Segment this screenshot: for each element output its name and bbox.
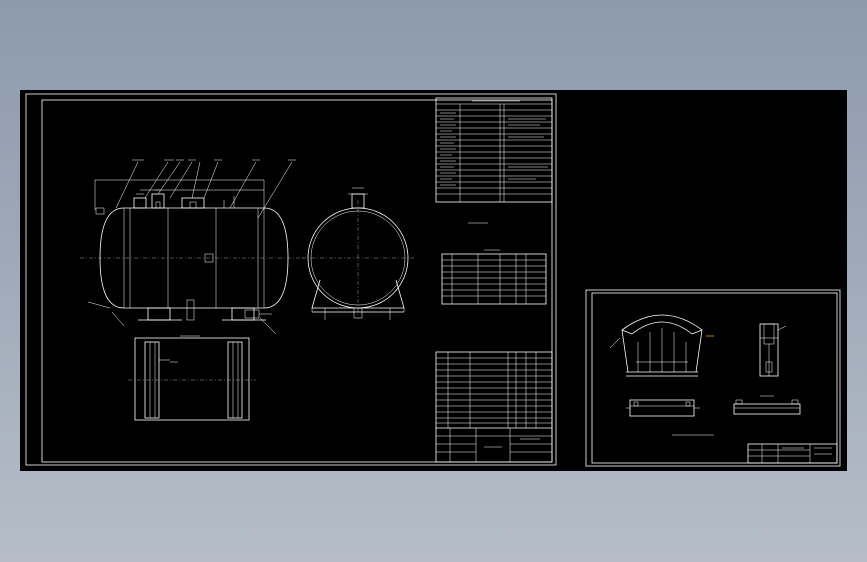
vessel-front-view[interactable] — [80, 159, 305, 337]
sheet-1-title-block[interactable] — [436, 428, 552, 462]
sheet-1-inner-border — [41, 99, 553, 463]
saddle-side-view[interactable] — [759, 323, 787, 377]
tech-spec-rows — [436, 109, 552, 195]
vessel-side-view[interactable] — [302, 187, 414, 320]
sheet-2-inner-border — [591, 292, 838, 464]
vessel-plan-view[interactable] — [128, 337, 256, 421]
saddle-plan-view[interactable] — [626, 399, 700, 417]
nozzle-table[interactable] — [441, 249, 547, 305]
nozzle-table-rows — [442, 265, 546, 297]
parts-list-rows — [436, 357, 552, 429]
parts-list-table[interactable] — [435, 351, 553, 463]
saddle-plan-side-view[interactable] — [733, 395, 801, 415]
cad-drawing — [25, 93, 841, 467]
sheet-2 — [585, 289, 841, 467]
tech-spec-table[interactable] — [435, 97, 553, 203]
cad-viewport[interactable] — [20, 90, 847, 471]
saddle-front-view[interactable] — [609, 314, 714, 377]
sheet-2-title-block[interactable] — [747, 443, 838, 464]
sheet-1-outer-border — [25, 93, 557, 466]
sheet-2-outer-border — [585, 289, 841, 467]
sheet-1 — [25, 93, 557, 466]
